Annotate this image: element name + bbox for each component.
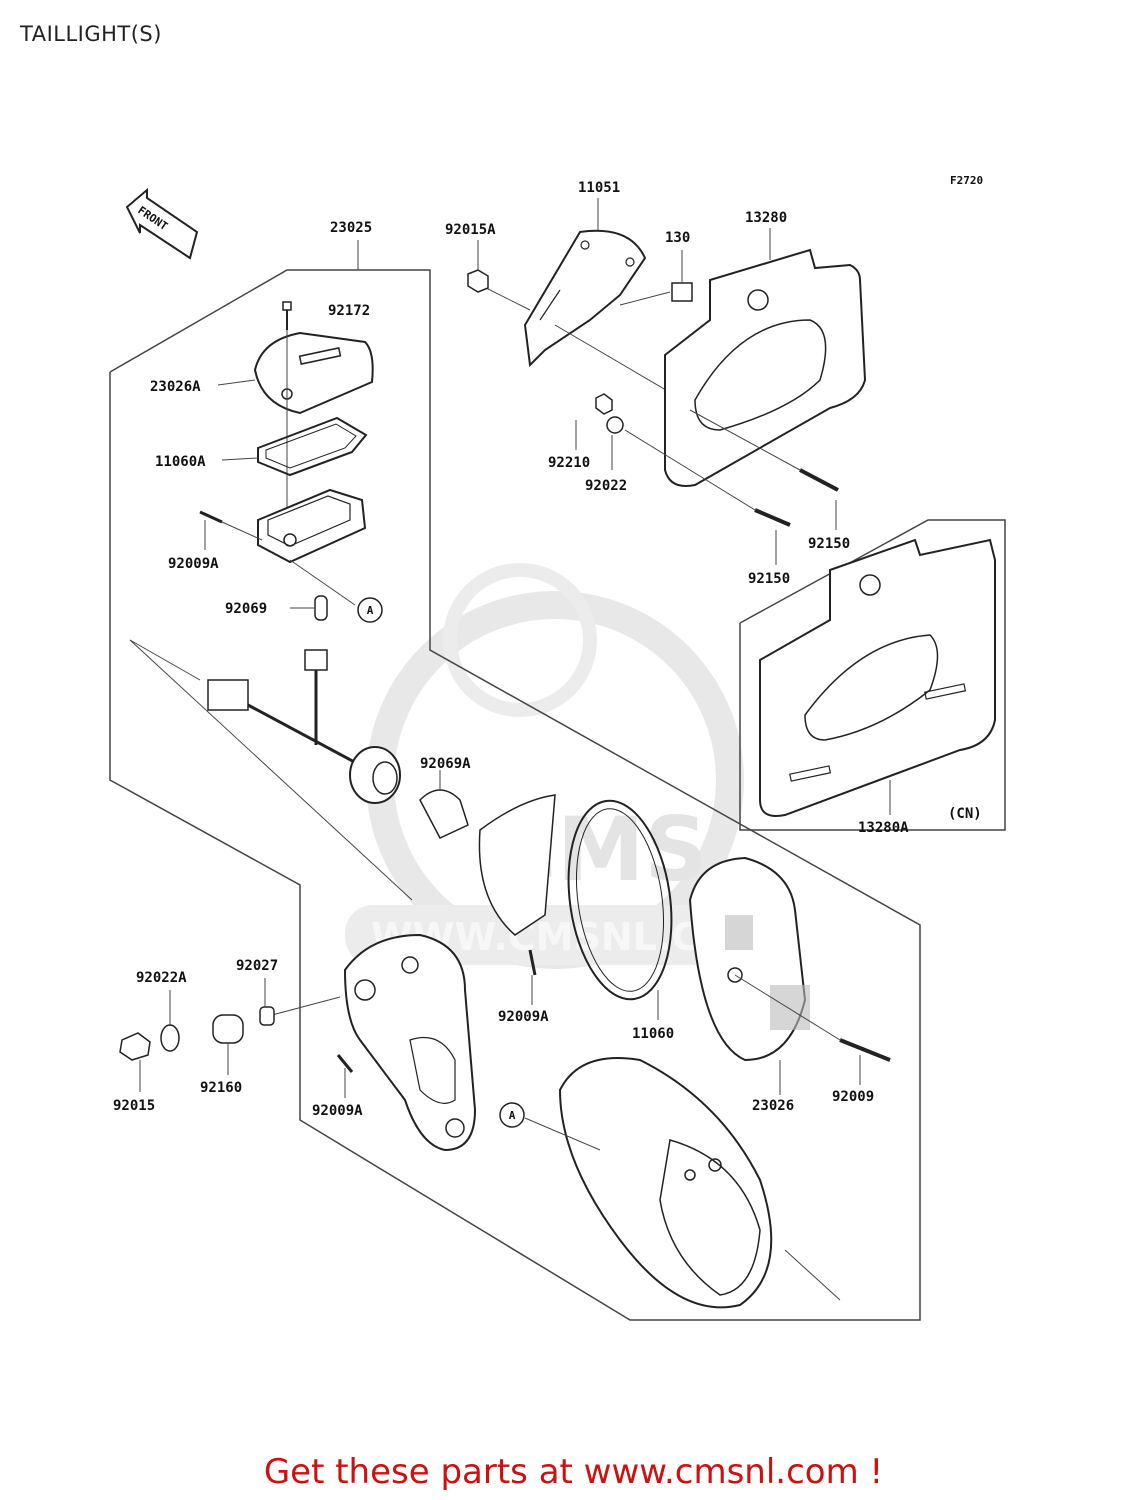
part-label: 11060A	[155, 454, 206, 470]
footer-link[interactable]: Get these parts at www.cmsnl.com !	[263, 1452, 884, 1492]
callout-a-top: A	[357, 597, 383, 623]
screw-92009a-top	[199, 510, 223, 524]
hardware-stack	[119, 1006, 275, 1061]
part-label: 92027	[236, 958, 278, 974]
license-plate-13280a	[759, 538, 996, 817]
part-label: 11060	[632, 1026, 674, 1042]
license-plate-cn-outline	[739, 519, 1006, 831]
part-label: 92150	[808, 536, 850, 552]
part-label: 23026	[752, 1098, 794, 1114]
part-label: 23026A	[150, 379, 201, 395]
part-label: 92150	[748, 571, 790, 587]
license-lamp-housing	[257, 488, 367, 564]
license-plate-13280	[664, 248, 867, 487]
figure-code: F2720	[950, 174, 983, 187]
part-label: 92015A	[445, 222, 496, 238]
part-label: (CN)	[948, 806, 982, 822]
part-label: 92009A	[168, 556, 219, 572]
license-lamp-lens	[253, 331, 374, 415]
screw-92009	[839, 1038, 891, 1062]
gasket-11060a	[257, 416, 368, 477]
part-label: 92210	[548, 455, 590, 471]
part-label: 13280	[745, 210, 787, 226]
callout-a-bottom: A	[499, 1102, 525, 1128]
front-arrow-icon: FRONT	[125, 187, 199, 260]
gasket-11060	[567, 799, 673, 1001]
part-label: 92160	[200, 1080, 242, 1096]
part-label: 92022	[585, 478, 627, 494]
svg-text:A: A	[367, 604, 374, 617]
footer-banner: Get these parts at www.cmsnl.com !	[0, 1452, 1147, 1492]
socket-harness	[129, 639, 413, 901]
part-label: 13280A	[858, 820, 909, 836]
tail-housing	[558, 1057, 841, 1309]
part-label: 92069A	[420, 756, 471, 772]
part-label: 92069	[225, 601, 267, 617]
part-label: 92009	[832, 1089, 874, 1105]
tail-lens-23026	[688, 856, 810, 1062]
bulb-92069	[290, 595, 328, 621]
part-label: 92009A	[312, 1103, 363, 1119]
part-label: 92009A	[498, 1009, 549, 1025]
reflector	[478, 794, 556, 936]
assembly-outline	[109, 269, 921, 1321]
part-label: 92172	[328, 303, 370, 319]
part-label: 130	[665, 230, 690, 246]
part-label: 92015	[113, 1098, 155, 1114]
svg-text:A: A	[509, 1109, 516, 1122]
part-label: 23025	[330, 220, 372, 236]
exploded-view-drawing: CMS WWW.CMSNL.COM FRONT	[109, 174, 1006, 1321]
bulb-92069a	[419, 770, 469, 839]
part-label: 92022A	[136, 970, 187, 986]
diagram-title: TAILLIGHT(S)	[20, 22, 162, 46]
part-label: 11051	[578, 180, 620, 196]
mounting-bracket	[343, 933, 477, 1152]
